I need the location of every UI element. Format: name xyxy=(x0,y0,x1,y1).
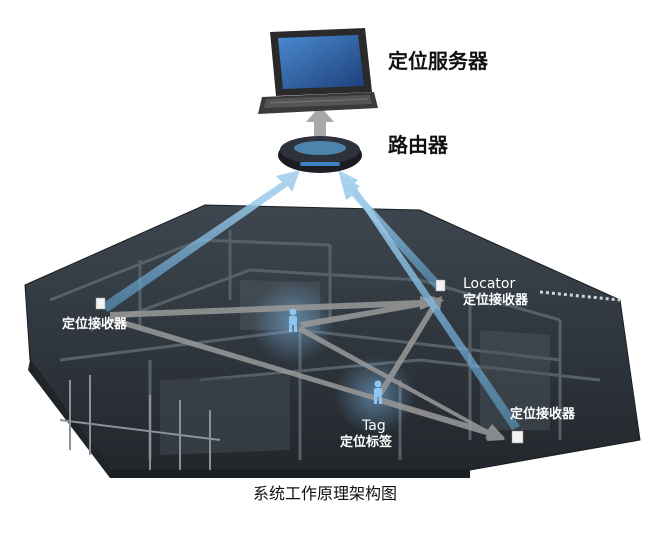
tag-cn-label: 定位标签 xyxy=(339,434,393,450)
server-label: 定位服务器 xyxy=(388,49,489,73)
router-to-server-arrow xyxy=(306,106,334,140)
tag-signal-arrows xyxy=(110,295,505,441)
tag-label: Tag xyxy=(361,418,386,434)
receiver-right-top-label: 定位接收器 xyxy=(462,292,529,308)
uplink-arrows xyxy=(100,170,520,430)
building-floorplan xyxy=(24,204,641,478)
router-label: 路由器 xyxy=(388,133,449,157)
figure-caption: 系统工作原理架构图 xyxy=(252,484,397,503)
router-icon xyxy=(278,136,362,173)
receiver-icon xyxy=(435,279,446,292)
person-icon xyxy=(289,308,297,332)
receiver-icon xyxy=(95,297,106,310)
person-icon xyxy=(374,380,382,404)
receiver-icon xyxy=(511,430,524,444)
receiver-right-bottom-label: 定位接收器 xyxy=(509,406,576,422)
locator-label: Locator xyxy=(463,276,515,292)
laptop-icon xyxy=(258,28,378,114)
receiver-left-label: 定位接收器 xyxy=(61,316,128,332)
